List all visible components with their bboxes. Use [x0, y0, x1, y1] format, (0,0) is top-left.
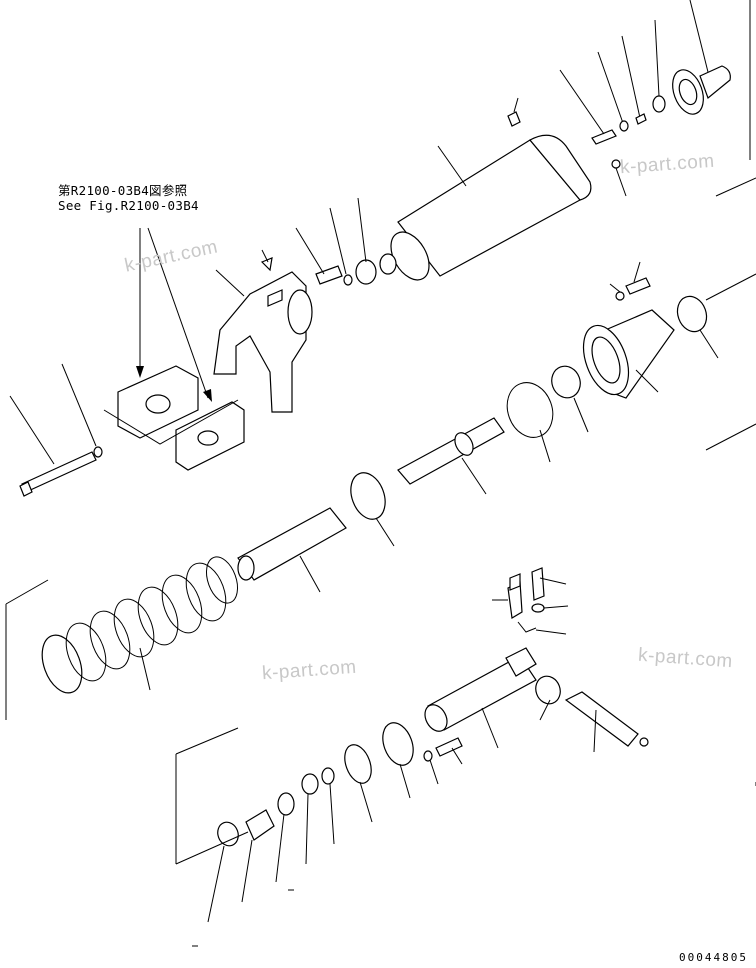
- seal-washer-part: [355, 259, 377, 285]
- leader-bushing-lower: [539, 699, 551, 721]
- leader-cylinder-bolt: [559, 69, 605, 135]
- leader-piston-seal: [241, 839, 253, 903]
- leader-wear-ring: [207, 845, 225, 923]
- grease-valve-part: [507, 573, 523, 619]
- long-bolt-washer: [93, 446, 103, 458]
- arrowhead-guide-left: [136, 366, 144, 378]
- lower-cylinder-part: [424, 647, 537, 732]
- arrowhead-guide-right: [203, 389, 212, 402]
- reference-note-english: See Fig.R2100-03B4: [58, 198, 199, 213]
- bushing-top-part: [676, 295, 708, 333]
- leader-valve-washer: [543, 605, 569, 609]
- leader-end-cap: [689, 0, 709, 73]
- lower-washer-part: [423, 750, 433, 762]
- lower-rod-cap: [639, 737, 649, 747]
- leader-o-ring: [539, 429, 551, 463]
- housing-part: [582, 309, 675, 399]
- lower-rod-part: [564, 691, 639, 747]
- leader-piston-rod: [461, 457, 487, 495]
- leader-spacer-tube: [299, 555, 321, 593]
- leader-housing-washer: [609, 283, 621, 293]
- leader-plug: [615, 167, 627, 197]
- valve-plate-part: [517, 621, 537, 633]
- cylinder-bolt-part: [591, 113, 647, 145]
- leader-seal-washer: [357, 197, 367, 263]
- piston-seal-part: [245, 809, 275, 841]
- bolt-part-1: [315, 265, 343, 285]
- recoil-spring-part: [41, 556, 239, 694]
- leader-lower-bolt: [451, 747, 463, 765]
- leader-back-up-ring: [305, 793, 309, 865]
- u-packing-part: [277, 792, 295, 816]
- frame-line-lower: [705, 423, 756, 451]
- leader-yoke: [215, 269, 245, 297]
- valve-bolt-part: [531, 567, 545, 601]
- frame-line-seals: [175, 727, 239, 755]
- guide-block-left: [117, 365, 199, 439]
- leader-housing-bolt: [633, 261, 641, 283]
- grease-fitting-part: [507, 111, 521, 127]
- leader-recoil-spring: [139, 647, 151, 691]
- reference-note-japanese: 第R2100-03B4図参照: [58, 183, 188, 198]
- leader-piston: [375, 517, 395, 547]
- housing-washer-part: [615, 291, 625, 301]
- leader-nut: [654, 19, 660, 97]
- leader-lower-rod: [593, 709, 597, 753]
- drawing-code: 00044805: [679, 951, 748, 964]
- leader-lock-plate: [621, 35, 641, 119]
- lower-bolt-part: [435, 737, 463, 757]
- cylinder-part: [379, 134, 592, 281]
- end-cap-part: [652, 65, 731, 115]
- housing-bolt-part: [625, 277, 651, 295]
- leader-bolt-1: [295, 227, 325, 275]
- long-bolt-part: [21, 451, 97, 493]
- leader-long-bolt: [9, 395, 55, 465]
- leader-long-bolt-washer: [61, 363, 97, 447]
- leader-yoke-fitting: [261, 249, 269, 263]
- piston-rod-part: [397, 417, 505, 485]
- dust-seal-part: [344, 744, 372, 784]
- leader-bushing-top: [699, 329, 719, 359]
- guide-block-phantom: [103, 399, 239, 445]
- leader-housing: [635, 369, 659, 393]
- leader-retaining-ring: [329, 783, 335, 845]
- leader-gland-plate: [399, 763, 411, 799]
- wear-ring-part: [217, 821, 239, 847]
- guide-block-right: [175, 401, 245, 471]
- frame-line-seals-bottom: [175, 831, 249, 865]
- leader-washer-top: [597, 51, 625, 127]
- leader-dust-seal: [359, 781, 373, 823]
- arrow-guide-right: [147, 227, 209, 399]
- leader-valve-bolt: [539, 577, 567, 585]
- yoke-bracket-part: [213, 271, 313, 413]
- leader-u-packing: [275, 813, 285, 883]
- frame-line-mid: [705, 273, 756, 301]
- frame-line-spring: [5, 579, 49, 605]
- gland-plate-part: [382, 722, 414, 766]
- piston-part: [350, 472, 386, 520]
- leader-lower-cylinder: [481, 707, 499, 749]
- leader-small-washer: [329, 207, 347, 275]
- leader-valve-plate: [535, 629, 567, 635]
- bushing-lower-part: [535, 675, 561, 705]
- back-up-ring-part: [301, 773, 319, 795]
- bushing-mid-part: [551, 365, 581, 399]
- retaining-ring-part: [321, 767, 335, 785]
- leader-cylinder: [437, 145, 467, 187]
- leader-grease-fitting: [513, 97, 519, 113]
- leader-lower-washer: [429, 759, 439, 785]
- leader-bushing-mid: [573, 397, 589, 433]
- small-washer-part: [343, 274, 353, 286]
- frame-line-top: [715, 177, 756, 197]
- spacer-tube-part: [237, 507, 347, 581]
- valve-washer-part: [531, 603, 545, 613]
- o-ring-part: [506, 382, 554, 438]
